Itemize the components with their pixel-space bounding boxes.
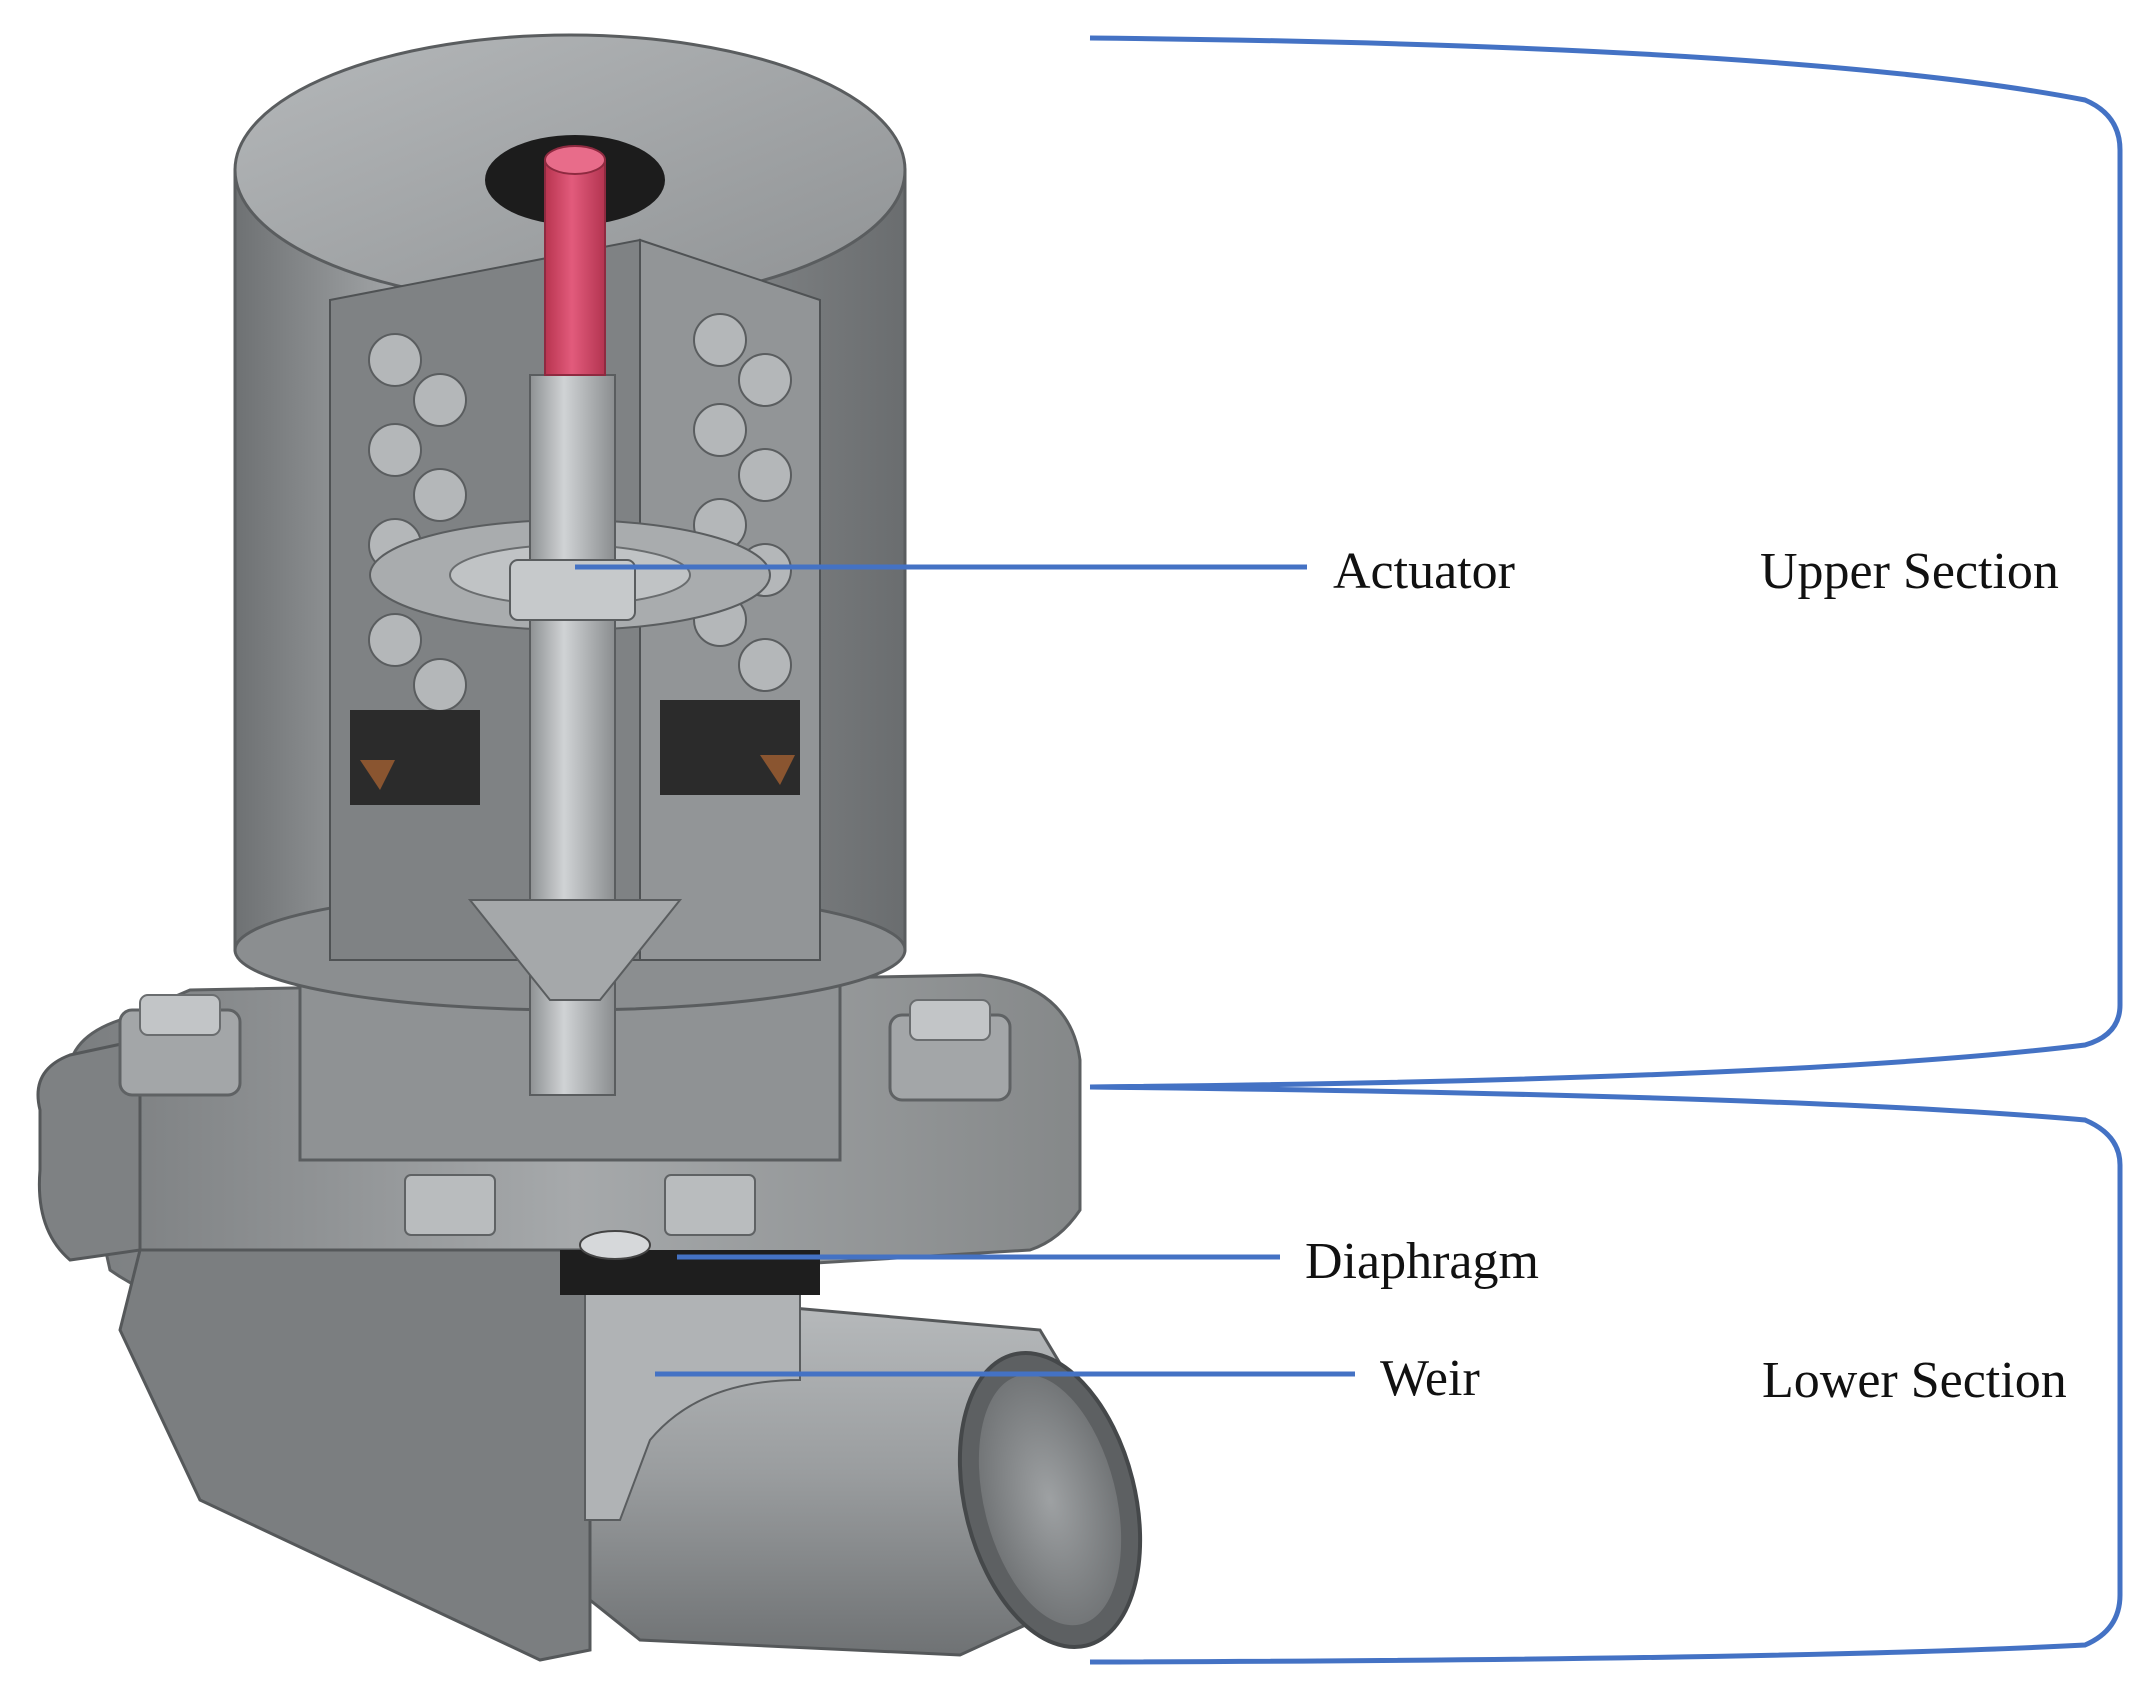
diaphragm-label: Diaphragm [1305, 1233, 1539, 1290]
piston-seal-left [350, 710, 480, 805]
copper-ring-right [760, 755, 795, 785]
stem-lower-cone [467, 899, 683, 1001]
valve-lower-body [118, 1248, 592, 1662]
actuator-label: Actuator [1333, 543, 1515, 600]
stem-collar [509, 559, 636, 621]
leader-lines [575, 564, 1355, 1377]
upper-section-label: Upper Section [1760, 543, 2059, 600]
red-indicator-tip [544, 145, 606, 175]
weir-shape [584, 1289, 801, 1521]
weir-label: Weir [1380, 1350, 1480, 1407]
outlet-pipe-bore [978, 1374, 1122, 1626]
valve-illustration [36, 33, 1143, 1662]
diaphragm-shape [560, 1250, 820, 1295]
diaphragm-stud [579, 1230, 651, 1260]
compressor-fins [404, 1174, 756, 1236]
flange-bolt-left [118, 994, 242, 1097]
upper-section-bracket [1089, 35, 2123, 1090]
lower-section-bracket [1089, 1084, 2123, 1665]
red-indicator-stem [544, 159, 606, 376]
section-brackets [1089, 35, 2123, 1665]
copper-ring-left [360, 760, 395, 790]
valve-inlet-stub [36, 1038, 142, 1262]
flange-bolt-right [888, 999, 1012, 1102]
lower-section-label: Lower Section [1762, 1352, 2067, 1409]
